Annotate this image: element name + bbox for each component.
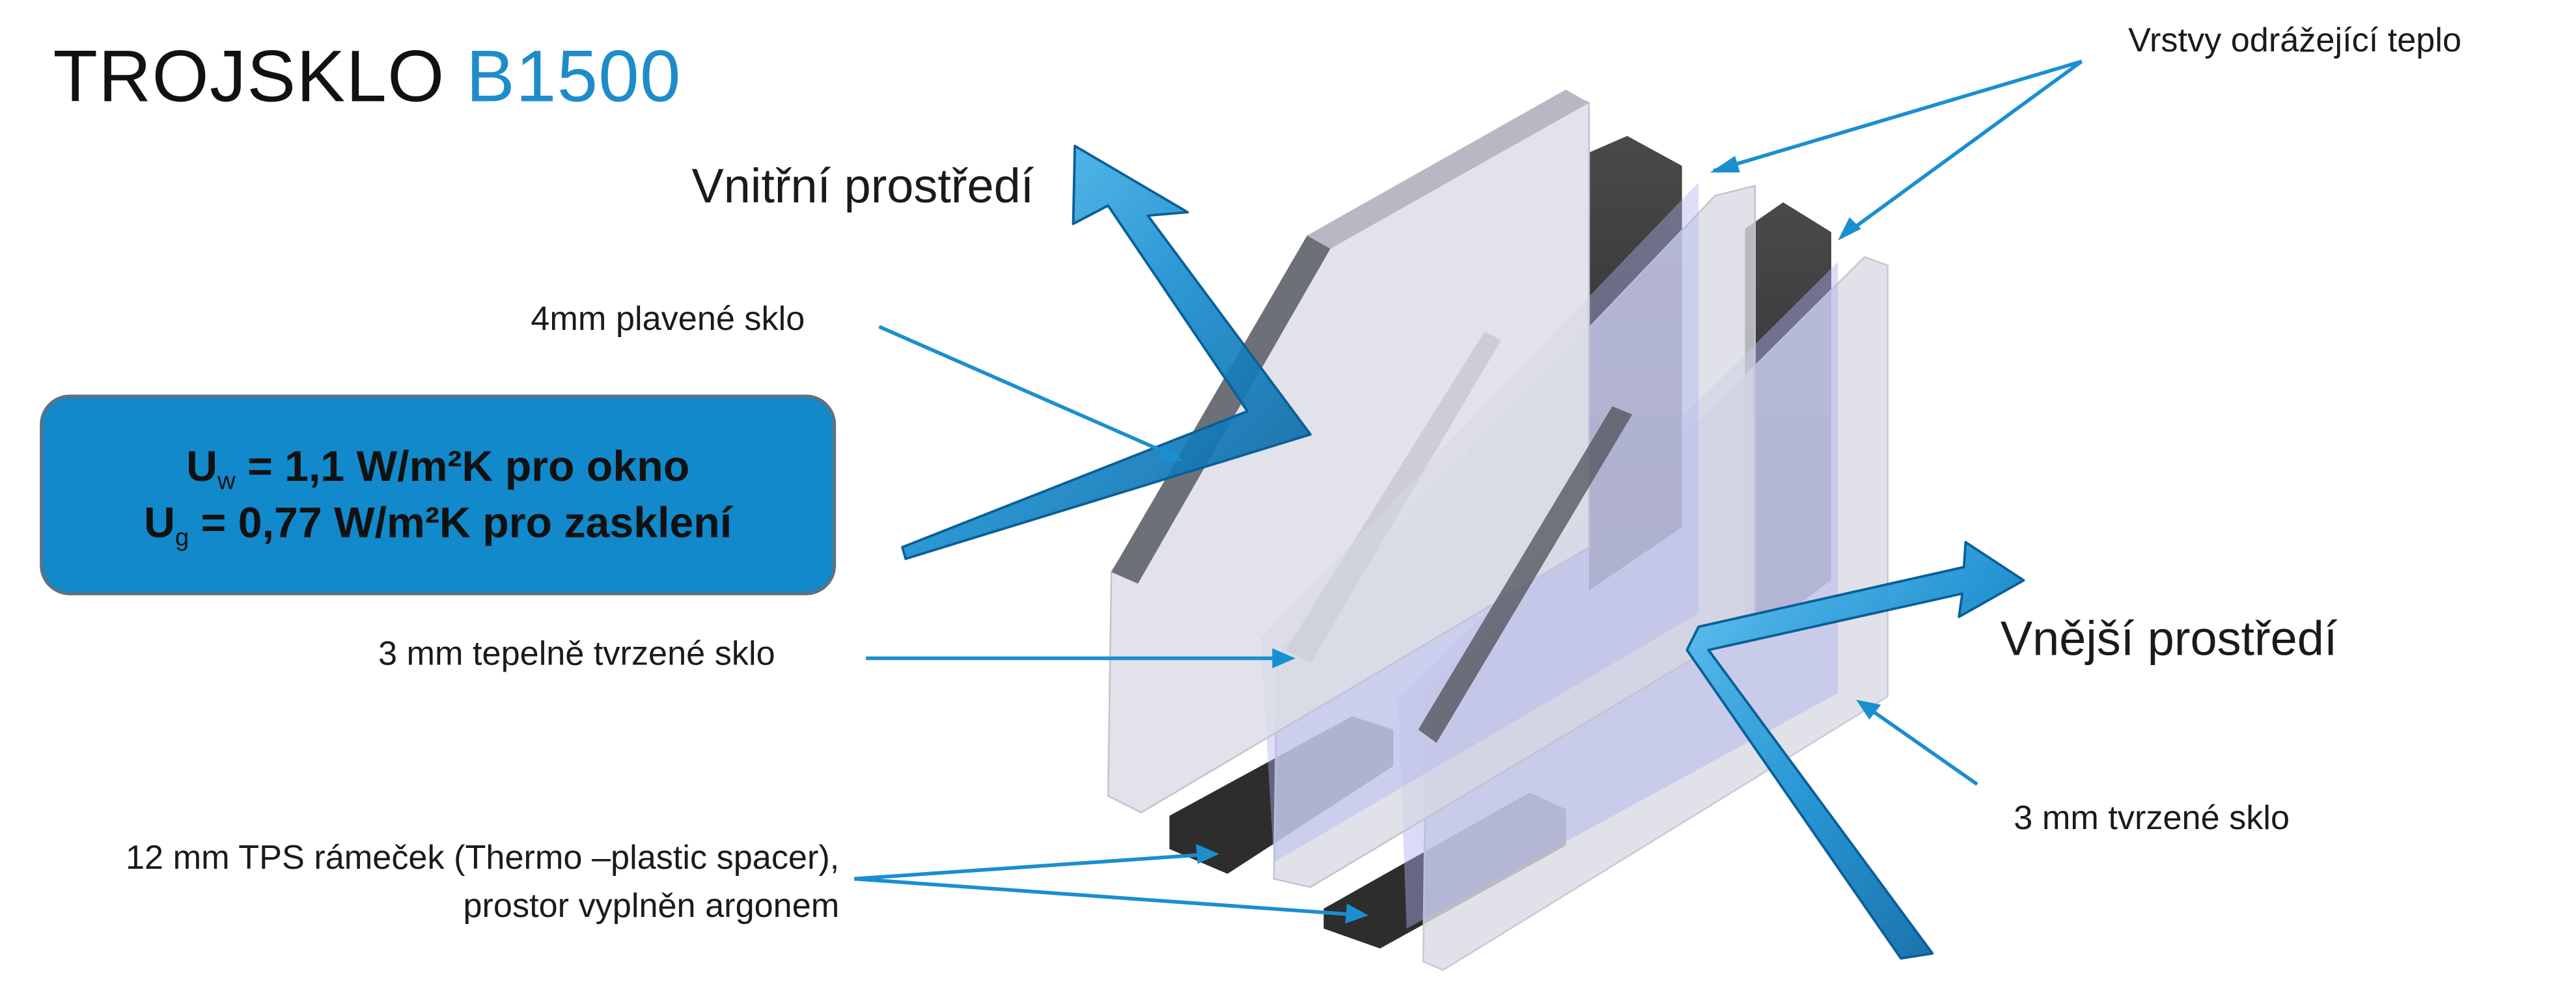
interior-heat-arrow [901, 144, 1312, 560]
arrowhead-spacer-1 [1196, 843, 1219, 864]
arrowhead-tempered [1856, 700, 1881, 720]
arrowhead-heat-strengthened [1272, 648, 1295, 668]
pointer-spacer-2 [854, 877, 1364, 918]
label-float-glass: 4mm plavené sklo [531, 300, 805, 338]
page-title: TROJSKLO B1500 [53, 36, 682, 119]
ug-subscript: g [175, 523, 189, 552]
uw-symbol: U [186, 441, 218, 491]
pointer-reflective-2 [1840, 60, 2083, 239]
exterior-heat-arrow [1685, 541, 2025, 960]
arrowhead-float-glass [1156, 444, 1183, 461]
callout-arrowheads [1156, 156, 1881, 924]
arrowhead-reflective-2 [1838, 217, 1861, 241]
arrowhead-spacer-2 [1345, 903, 1369, 924]
callout-pointers [854, 59, 2083, 918]
label-spacer-line2: prostor vyplněn argonem [463, 887, 840, 925]
label-exterior: Vnější prostředí [2000, 613, 2338, 667]
uw-text: = 1,1 W/m²K pro okno [235, 441, 690, 491]
pointer-float-glass [878, 325, 1179, 459]
rear-glass-edge [1418, 406, 1633, 743]
ug-value-line: Ug = 0,77 W/m²K pro zasklení [144, 495, 732, 551]
uw-value-line: Uw = 1,1 W/m²K pro okno [186, 439, 689, 495]
arrowhead-reflective-1 [1710, 156, 1740, 172]
u-value-box: Uw = 1,1 W/m²K pro okno Ug = 0,77 W/m²K … [40, 394, 837, 595]
pointer-tempered [1860, 702, 1978, 786]
label-spacer-line1: 12 mm TPS rámeček (Thermo –plastic space… [126, 839, 840, 877]
ug-symbol: U [144, 497, 176, 547]
label-interior: Vnitřní prostředí [691, 161, 1034, 214]
title-model: B1500 [466, 36, 682, 118]
label-tempered-glass: 3 mm tvrzené sklo [2014, 799, 2290, 838]
ug-text: = 0,77 W/m²K pro zasklení [189, 497, 732, 547]
pointer-reflective-1 [1713, 59, 2083, 173]
front-glass-side-edge [1111, 235, 1331, 584]
title-prefix: TROJSKLO [53, 36, 445, 118]
front-glass-top-edge [1307, 89, 1589, 249]
uw-subscript: w [217, 467, 236, 496]
label-heat-strengthened-glass: 3 mm tepelně tvrzené sklo [378, 634, 775, 674]
pointer-spacer-1 [854, 852, 1215, 881]
label-reflective-layers: Vrstvy odrážející teplo [2128, 21, 2461, 60]
